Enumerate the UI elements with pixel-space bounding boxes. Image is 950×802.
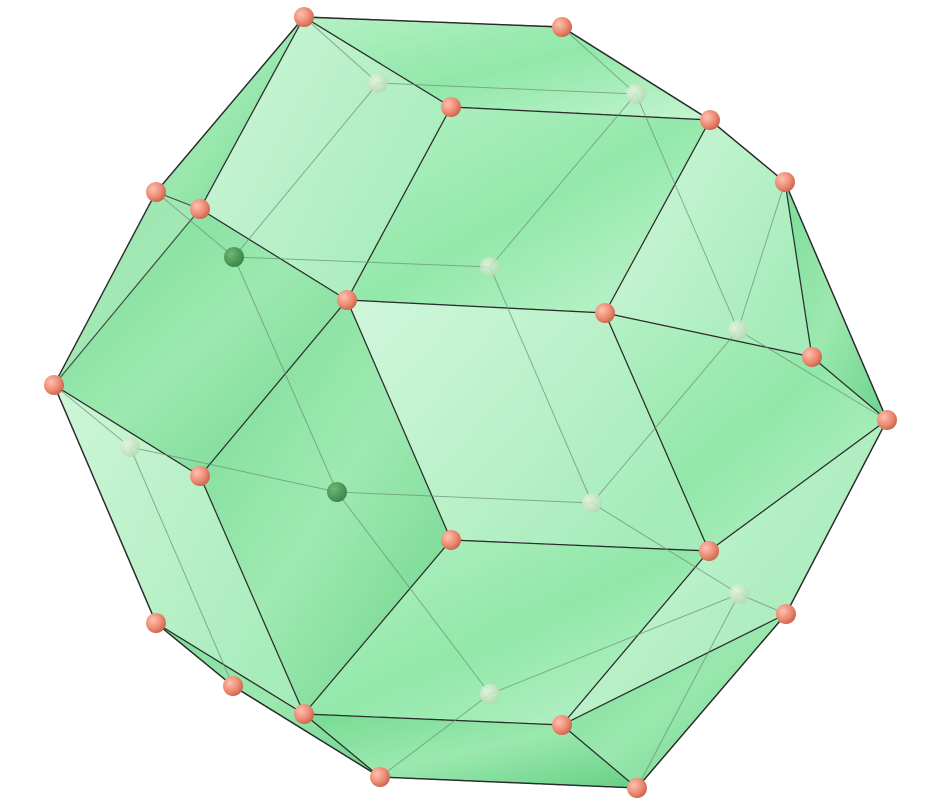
hidden-vertices [120,73,749,704]
faces [53,16,888,789]
hidden-edges [53,16,888,789]
visible-vertices [44,7,897,798]
